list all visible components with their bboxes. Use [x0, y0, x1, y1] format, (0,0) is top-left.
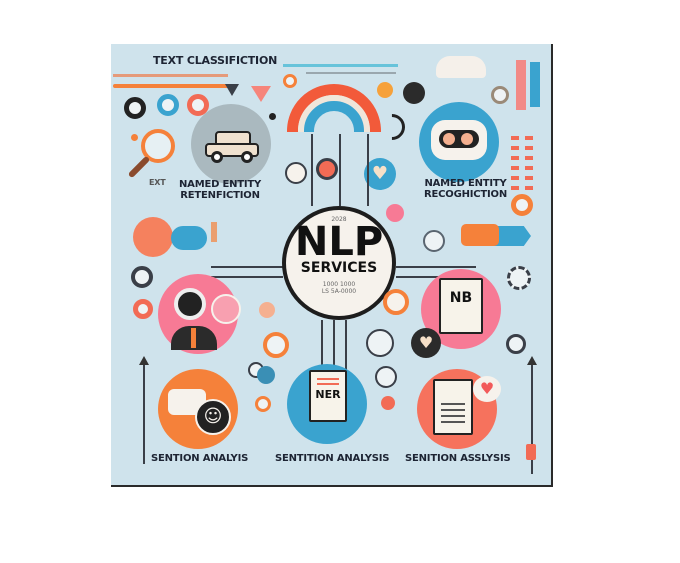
heart-pink-icon — [251, 86, 271, 102]
cloud-icon — [436, 56, 486, 78]
named-entity-left-label: NAMED ENTITY RETENFICTION — [179, 179, 262, 201]
magnifier-icon — [141, 129, 175, 163]
chatbot-head-icon — [174, 288, 206, 320]
ner-text: NER — [315, 388, 341, 401]
progress-bar-decoration — [113, 74, 228, 77]
white-ring-icon — [383, 289, 409, 315]
pink-dot — [386, 204, 404, 222]
ner-document-icon: NER — [309, 370, 347, 422]
circuit-line — [339, 134, 341, 206]
rainbow-arc-icon — [287, 84, 381, 132]
gray-text-line-decoration — [306, 72, 396, 74]
ext-small-label: EXT — [149, 178, 166, 187]
bar-chart-coral — [516, 60, 526, 110]
orange-blob-icon — [133, 217, 173, 257]
book-icon-circle — [285, 162, 307, 184]
arrow-up-icon — [527, 356, 537, 365]
circuit-line — [321, 320, 323, 380]
circuit-line — [211, 266, 283, 268]
circuit-line — [396, 266, 476, 268]
slider-handle — [526, 444, 536, 460]
right-ring-icon — [506, 334, 526, 354]
small-dark-dot — [269, 113, 276, 120]
robot-icon — [431, 120, 487, 160]
cyan-text-line-decoration — [283, 64, 398, 67]
triangle-dark-icon — [225, 84, 239, 96]
vertical-slider-right — [531, 364, 533, 474]
badge-top-text: 2028 — [331, 216, 347, 223]
document-nb-icon: NB — [439, 278, 483, 334]
speech-bubble-pink-icon — [211, 294, 241, 324]
gear-icon — [403, 82, 425, 104]
gear-circle-icon — [366, 329, 394, 357]
coral-ring-icon — [133, 299, 153, 319]
text-classification-label: TEXT CLASSIFICTION — [153, 54, 278, 67]
named-entity-right-label: NAMED ENTITY RECOGHICTION — [424, 178, 508, 200]
orange-pill-icon — [461, 224, 499, 246]
orange-ring-small-icon — [255, 396, 271, 412]
target-icon-right — [507, 266, 531, 290]
sentiment-analysis-label-center: SENTITION ANALYSIS — [275, 453, 390, 464]
nlp-services-poster: TEXT CLASSIFICTION ♥ — [111, 44, 553, 487]
target-ring-icon — [124, 97, 146, 119]
coral-ring-icon — [187, 94, 209, 116]
badge-bottom-line-2: LS 5A-0000 — [321, 288, 357, 295]
coral-dot — [381, 396, 395, 410]
orange-bar-decoration — [211, 222, 217, 242]
car-icon — [205, 131, 259, 163]
smiley-dark-icon: ☺ — [195, 399, 231, 435]
dash-decoration — [525, 136, 533, 196]
globe-icon — [423, 230, 445, 252]
orange-ring-small-icon — [283, 74, 297, 88]
blue-ring-icon — [157, 94, 179, 116]
sentiment-analysis-label-right: SENITION ASSLYSIS — [405, 453, 511, 464]
arrow-up-icon — [139, 356, 149, 365]
badge-bottom-line-1: 1000 1000 — [322, 281, 356, 288]
blue-phone-icon — [257, 366, 275, 384]
heart-dark-circle-icon: ♥ — [411, 328, 441, 358]
circuit-line — [311, 134, 313, 206]
orange-tie — [191, 328, 196, 348]
nlp-services-badge: 2028 NLP SERVICES 1000 1000 LS 5A-0000 — [282, 206, 396, 320]
cursor-ring-icon — [375, 366, 397, 388]
vertical-slider-left — [143, 364, 145, 464]
orange-light-dot — [259, 302, 275, 318]
progress-bar-decoration — [113, 84, 233, 88]
circuit-line — [333, 320, 335, 390]
blue-pill-icon — [171, 226, 207, 250]
heart-coral-circle-icon — [316, 158, 338, 180]
nlp-title: NLP — [294, 219, 384, 265]
dash-decoration — [511, 136, 519, 196]
services-subtitle: SERVICES — [300, 260, 378, 276]
orange-target-icon — [263, 332, 289, 358]
orange-dot — [131, 134, 138, 141]
document-nb-text: NB — [449, 290, 473, 306]
bar-chart-blue — [530, 62, 540, 107]
magnifier-handle — [127, 155, 151, 179]
spiral-icon — [491, 86, 509, 104]
document-icon — [433, 379, 473, 435]
heart-blue-circle-icon: ♥ — [364, 158, 396, 190]
circuit-line — [367, 134, 369, 206]
sentiment-analysis-label-left: SENTION ANALYIS — [151, 453, 249, 464]
heart-bubble-icon: ♥ — [473, 376, 501, 402]
ring-icon — [131, 266, 153, 288]
circuit-line — [211, 276, 283, 278]
orange-ring-icon — [511, 194, 533, 216]
smiley-orange-icon — [377, 82, 393, 98]
circuit-line — [345, 320, 347, 380]
